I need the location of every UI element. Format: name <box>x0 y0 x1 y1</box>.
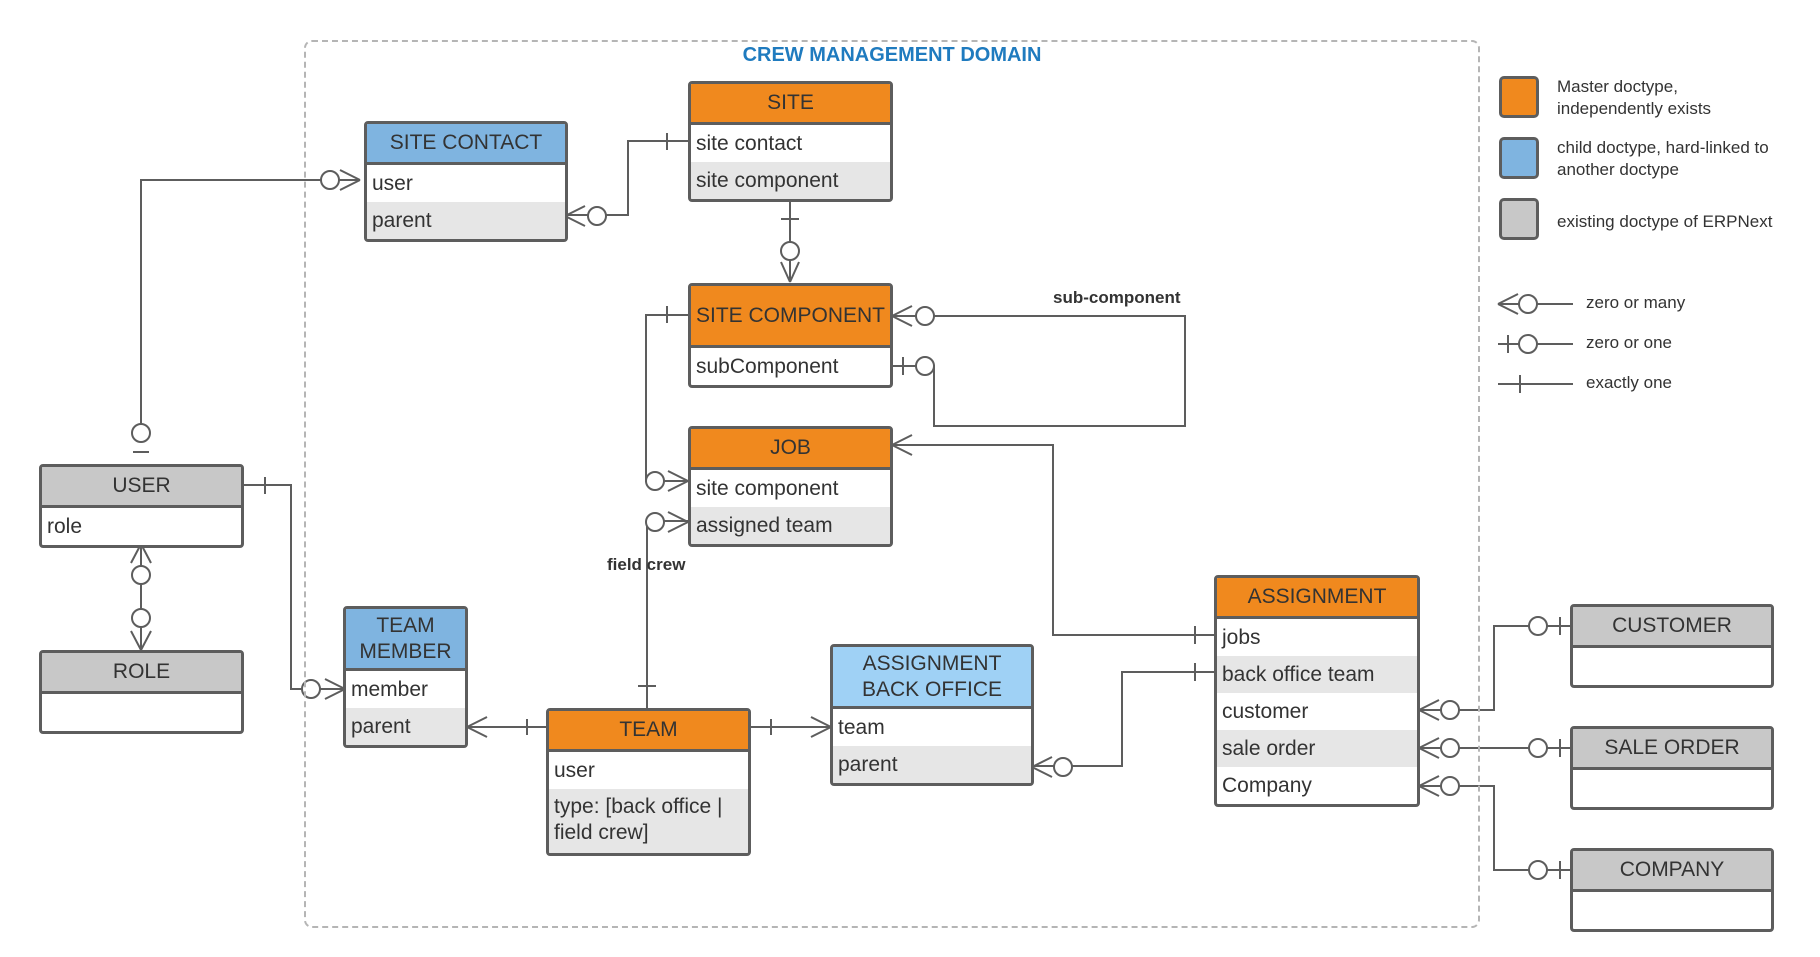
field-empty <box>1573 648 1771 685</box>
entity-title: ROLE <box>42 653 241 694</box>
entity-title: TEAM MEMBER <box>346 609 465 671</box>
legend-text-exactly-one: exactly one <box>1586 373 1672 392</box>
field-empty <box>42 694 241 731</box>
entity-assignment[interactable]: ASSIGNMENT jobs back office team custome… <box>1214 575 1420 807</box>
entity-title: COMPANY <box>1573 851 1771 892</box>
entity-company[interactable]: COMPANY <box>1570 848 1774 932</box>
field-sale-order: sale order <box>1217 730 1417 767</box>
field-back-office-team: back office team <box>1217 656 1417 693</box>
field-empty <box>1573 892 1771 929</box>
legend-text-master: Master doctype, independently exists <box>1557 77 1712 118</box>
entity-title: SALE ORDER <box>1573 729 1771 770</box>
legend-text-zero-or-many: zero or many <box>1586 293 1686 312</box>
field-company: Company <box>1222 774 1312 797</box>
legend-text-existing: existing doctype of ERPNext <box>1557 212 1773 231</box>
entity-title: USER <box>42 467 241 508</box>
entity-site[interactable]: SITE site contact site component <box>688 81 893 202</box>
field-site-component: site component <box>691 162 890 199</box>
entity-sale-order[interactable]: SALE ORDER <box>1570 726 1774 810</box>
field-member: member <box>351 678 429 701</box>
entity-title: SITE <box>691 84 890 125</box>
field-parent: parent <box>346 708 465 745</box>
legend-text-child: child doctype, hard-linked to another do… <box>1557 138 1769 179</box>
entity-site-component[interactable]: SITE COMPONENT subComponent <box>688 283 893 388</box>
legend-swatch-existing <box>1499 198 1539 240</box>
entity-customer[interactable]: CUSTOMER <box>1570 604 1774 688</box>
field-customer: customer <box>1222 700 1309 723</box>
field-team: team <box>838 716 885 739</box>
field-role: role <box>47 515 83 538</box>
field-user: user <box>554 759 595 782</box>
legend-text-zero-or-one: zero or one <box>1586 333 1672 352</box>
entity-title: ASSIGNMENT <box>1217 578 1417 619</box>
entity-title: SITE CONTACT <box>367 124 565 165</box>
entity-title: CUSTOMER <box>1573 607 1771 648</box>
label-field-crew: field crew <box>607 555 686 574</box>
legend-swatch-master <box>1499 76 1539 118</box>
entity-site-contact[interactable]: SITE CONTACT user parent <box>364 121 568 242</box>
label-sub-component: sub-component <box>1053 288 1181 307</box>
entity-assignment-back-office[interactable]: ASSIGNMENT BACK OFFICE team parent <box>830 644 1034 786</box>
legend-swatch-child <box>1499 137 1539 179</box>
field-assigned-team: assigned team <box>691 507 890 544</box>
field-type: type: [back office | field crew] <box>549 789 748 853</box>
field-jobs: jobs <box>1222 626 1261 649</box>
entity-user[interactable]: USER role <box>39 464 244 548</box>
field-site-contact: site contact <box>696 132 803 155</box>
entity-title: JOB <box>691 429 890 470</box>
entity-role[interactable]: ROLE <box>39 650 244 734</box>
entity-job[interactable]: JOB site component assigned team <box>688 426 893 547</box>
domain-title: CREW MANAGEMENT DOMAIN <box>742 44 1042 66</box>
field-empty <box>1573 770 1771 807</box>
entity-title: ASSIGNMENT BACK OFFICE <box>833 647 1031 709</box>
entity-team[interactable]: TEAM user type: [back office | field cre… <box>546 708 751 856</box>
field-parent: parent <box>367 202 565 239</box>
field-subcomponent: subComponent <box>696 355 839 378</box>
entity-title: TEAM <box>549 711 748 752</box>
entity-team-member[interactable]: TEAM MEMBER member parent <box>343 606 468 748</box>
domain-boundary <box>304 40 1480 928</box>
field-site-component: site component <box>696 477 839 500</box>
field-parent: parent <box>833 746 1031 783</box>
entity-title: SITE COMPONENT <box>691 286 890 348</box>
field-user: user <box>372 172 413 195</box>
